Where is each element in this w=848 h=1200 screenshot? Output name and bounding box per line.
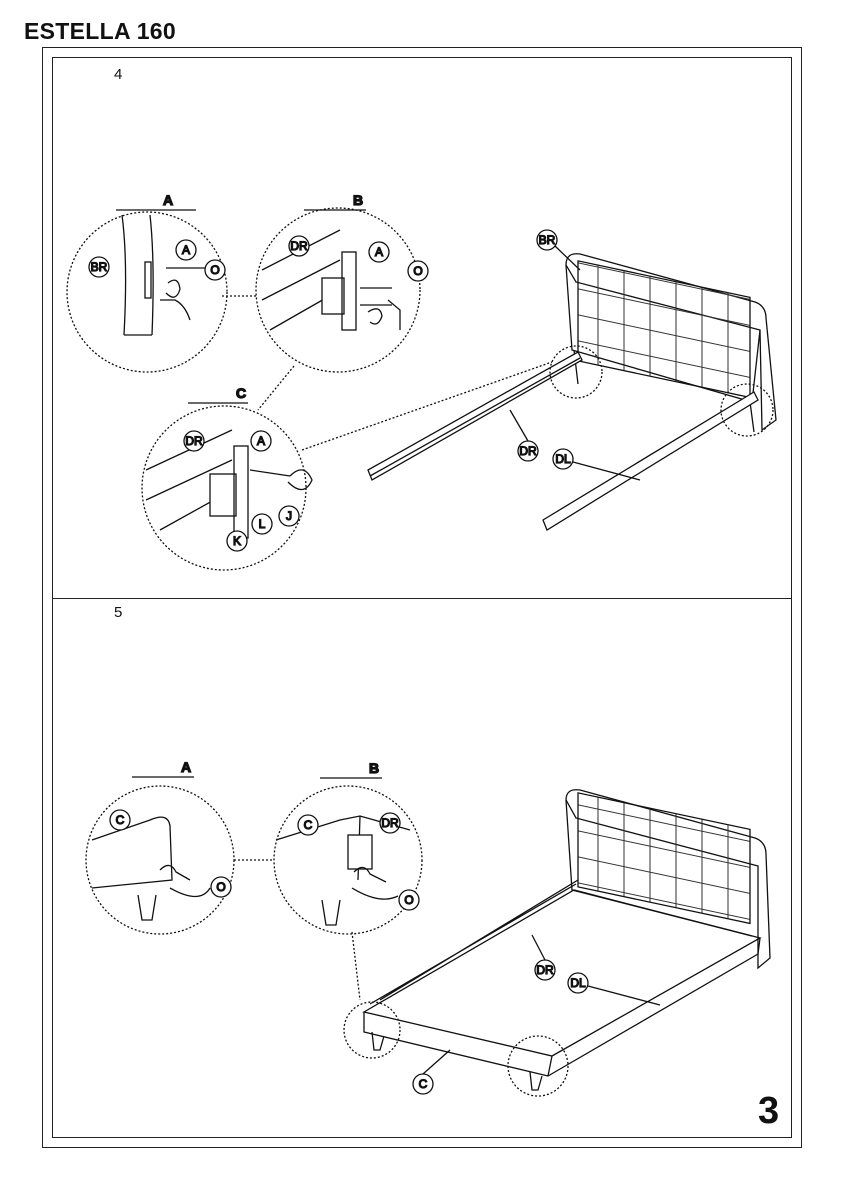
svg-text:A: A <box>182 243 190 257</box>
step-5-illustration: A C O B C DR O <box>85 758 771 1097</box>
step4-detail-a: A A BR O <box>66 191 228 373</box>
step4-detail-c: C DR A J L K <box>141 384 313 571</box>
page-number: 3 <box>758 1090 780 1132</box>
step-4-number: 4 <box>114 66 123 83</box>
step4-detail-a-label: A <box>163 192 173 208</box>
svg-text:A: A <box>257 434 265 448</box>
svg-text:DR: DR <box>519 444 537 458</box>
svg-text:C: C <box>419 1077 428 1091</box>
svg-text:DR: DR <box>536 963 554 977</box>
svg-text:A: A <box>375 245 383 259</box>
step5-bed-frame: DR DL C <box>343 789 771 1097</box>
step5-detail-b-label: B <box>369 760 379 776</box>
svg-text:DR: DR <box>381 816 399 830</box>
svg-text:DL: DL <box>570 976 586 990</box>
step4-detail-b: B DR A O <box>255 191 429 373</box>
step4-detail-b-label: B <box>353 192 363 208</box>
svg-text:C: C <box>304 818 313 832</box>
document-title: ESTELLA 160 <box>24 18 176 44</box>
svg-text:K: K <box>233 534 241 548</box>
step4-bed-frame: BR DR DL <box>367 229 777 531</box>
svg-text:DR: DR <box>290 239 308 253</box>
svg-text:BR: BR <box>91 260 108 274</box>
outer-frame <box>42 47 802 1148</box>
step-4-illustration: A A BR O B DR <box>66 191 777 571</box>
svg-text:O: O <box>210 263 219 277</box>
svg-text:BR: BR <box>539 233 556 247</box>
step-5-number: 5 <box>114 604 123 621</box>
step5-detail-a-label: A <box>181 759 191 775</box>
step-divider <box>52 598 792 599</box>
svg-text:O: O <box>404 893 413 907</box>
svg-text:DL: DL <box>555 452 571 466</box>
step5-detail-b: B C DR O <box>273 759 423 935</box>
svg-text:O: O <box>413 264 422 278</box>
step4-detail-c-label: C <box>236 385 246 401</box>
svg-text:DR: DR <box>185 434 203 448</box>
svg-text:J: J <box>286 509 292 523</box>
inner-frame <box>52 57 792 1138</box>
step5-detail-a: A C O <box>85 758 235 935</box>
svg-text:C: C <box>116 813 125 827</box>
svg-text:L: L <box>259 517 266 531</box>
svg-text:O: O <box>216 880 225 894</box>
